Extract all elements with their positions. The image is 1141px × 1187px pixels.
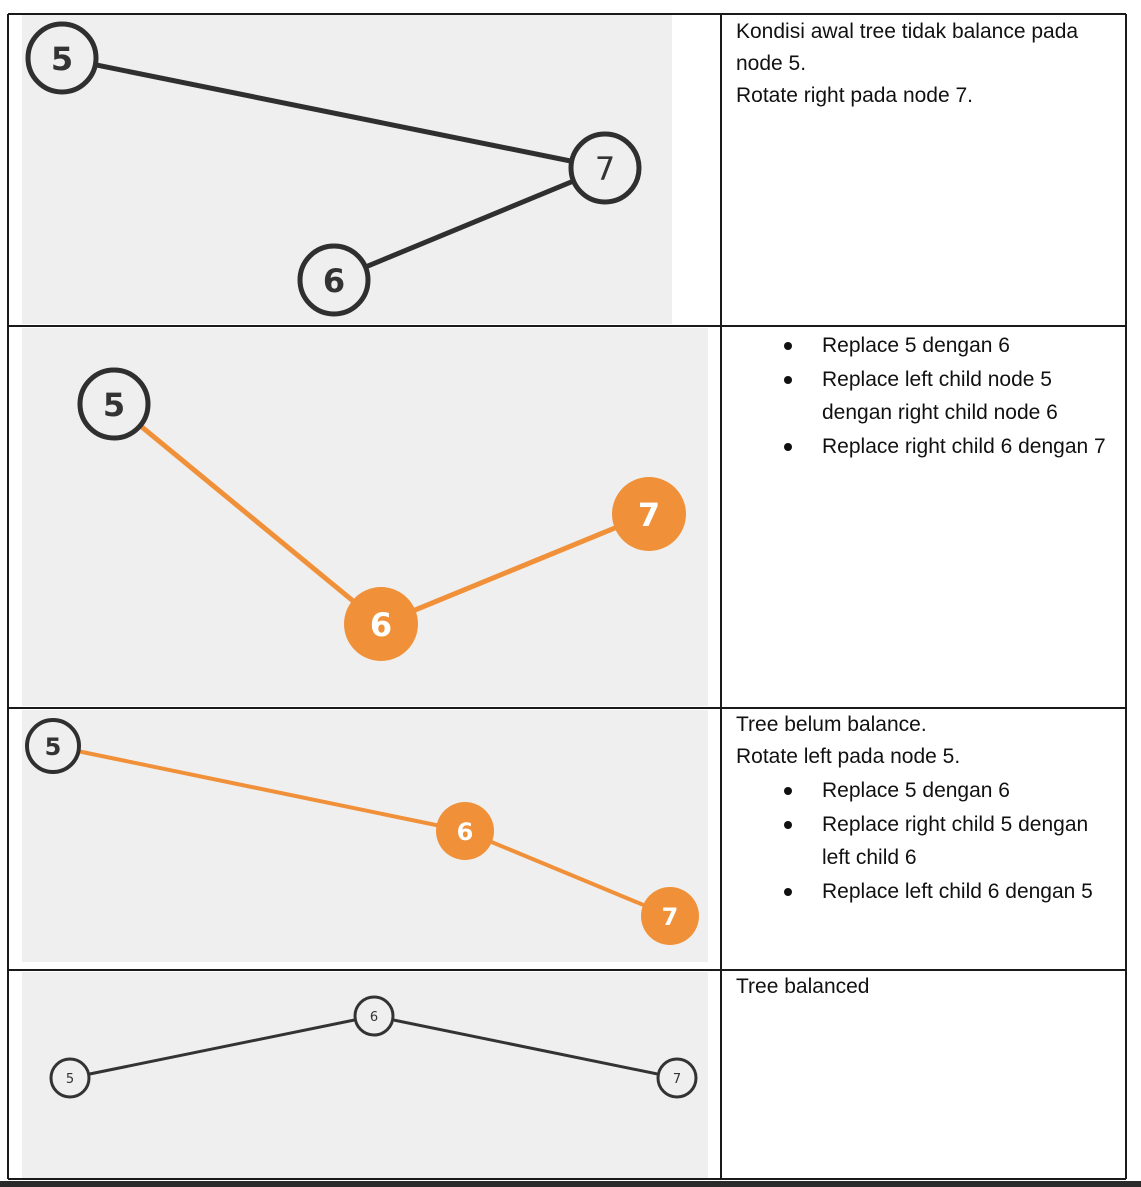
diagram-step-4: 6 5 7 <box>49 995 698 1099</box>
svg-text:7: 7 <box>662 903 679 931</box>
step-4-description: Tree balanced <box>736 971 1120 1003</box>
diagram-step-3: 5 6 7 <box>25 718 699 945</box>
svg-text:5: 5 <box>45 733 62 761</box>
svg-text:6: 6 <box>457 818 474 846</box>
table-grid <box>7 13 1127 1180</box>
bullet-item: Replace right child 5 dengan left child … <box>784 808 1120 874</box>
svg-text:7: 7 <box>673 1072 681 1087</box>
node-6: 6 <box>353 995 395 1037</box>
edge-6-7 <box>373 1014 678 1080</box>
node-5: 5 <box>25 718 81 774</box>
bullet-item: Replace 5 dengan 6 <box>784 329 1120 362</box>
edge-5-6 <box>112 402 383 626</box>
svg-text:6: 6 <box>370 1010 378 1025</box>
node-6: 6 <box>436 802 494 860</box>
diagram-step-1: 5 7 6 <box>25 21 642 317</box>
node-7: 7 <box>612 477 686 551</box>
step-2-description: Replace 5 dengan 6 Replace left child no… <box>736 329 1120 464</box>
node-5: 5 <box>77 367 151 441</box>
svg-text:5: 5 <box>66 1072 74 1087</box>
svg-text:7: 7 <box>595 150 615 188</box>
step-3-bullet-list: Replace 5 dengan 6 Replace right child 5… <box>736 774 1120 908</box>
svg-text:6: 6 <box>370 606 392 644</box>
description-line: Rotate left pada node 5. <box>736 745 961 768</box>
description-line: Tree balanced <box>736 975 870 998</box>
svg-text:5: 5 <box>51 40 73 78</box>
node-7: 7 <box>656 1057 698 1099</box>
step-2-bullet-list: Replace 5 dengan 6 Replace left child no… <box>736 329 1120 463</box>
bullet-item: Replace left child 6 dengan 5 <box>784 875 1120 908</box>
description-line: Tree belum balance. <box>736 713 927 736</box>
node-7: 7 <box>568 131 642 205</box>
svg-text:6: 6 <box>323 262 345 300</box>
edge-7-6 <box>333 165 606 283</box>
description-line: Kondisi awal tree tidak balance pada nod… <box>736 20 1079 75</box>
panel-step-3 <box>22 710 708 962</box>
bullet-item: Replace left child node 5 dengan right c… <box>784 363 1120 429</box>
edge-6-5 <box>69 1014 375 1080</box>
node-6: 6 <box>344 587 418 661</box>
diagram-step-2: 5 7 6 <box>77 367 686 661</box>
svg-text:5: 5 <box>103 386 125 424</box>
edge-5-7 <box>61 55 606 171</box>
svg-text:7: 7 <box>638 496 660 534</box>
bottom-shadow <box>0 1181 1141 1187</box>
step-3-description: Tree belum balance. Rotate left pada nod… <box>736 709 1120 909</box>
node-5: 5 <box>49 1057 91 1099</box>
bullet-item: Replace 5 dengan 6 <box>784 774 1120 807</box>
bullet-item: Replace right child 6 dengan 7 <box>784 430 1120 463</box>
step-1-description: Kondisi awal tree tidak balance pada nod… <box>736 16 1120 112</box>
node-7: 7 <box>641 887 699 945</box>
node-5: 5 <box>25 21 99 95</box>
description-line: Rotate right pada node 7. <box>736 84 974 107</box>
edge-6-7 <box>380 511 650 627</box>
edge-6-7 <box>464 829 671 918</box>
edge-5-6 <box>52 744 466 833</box>
node-6: 6 <box>297 243 371 317</box>
